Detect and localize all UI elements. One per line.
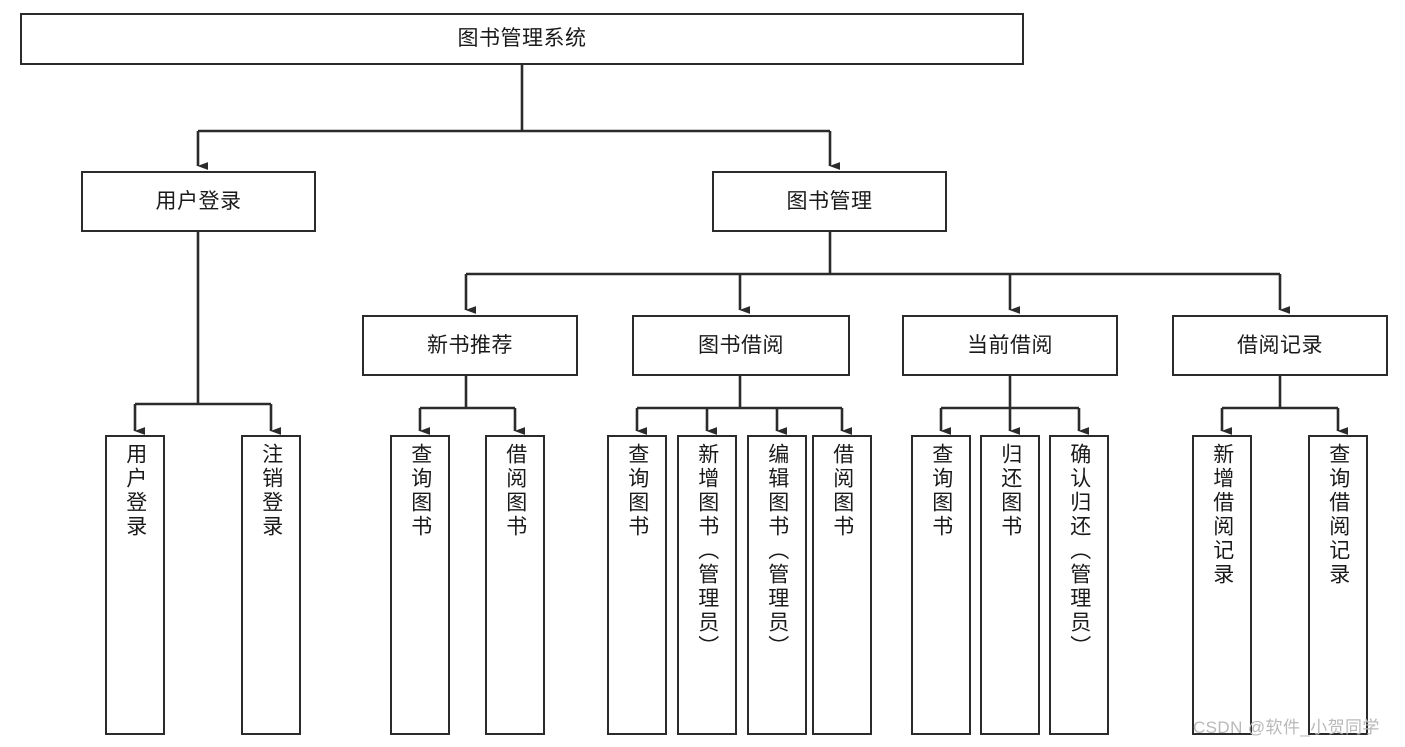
node-leaf-query-book-2-label: 查询图书 bbox=[625, 443, 649, 539]
node-leaf-add-book[interactable]: 新增图书（管理员） bbox=[677, 435, 737, 735]
node-leaf-query-record[interactable]: 查询借阅记录 bbox=[1308, 435, 1368, 735]
node-book-borrow[interactable]: 图书借阅 bbox=[632, 315, 850, 376]
node-user-login[interactable]: 用户登录 bbox=[81, 171, 316, 232]
node-new-book-rec[interactable]: 新书推荐 bbox=[362, 315, 578, 376]
node-leaf-query-book-3[interactable]: 查询图书 bbox=[911, 435, 971, 735]
node-leaf-logout-label: 注销登录 bbox=[259, 443, 283, 539]
watermark: CSDN @软件_小贺同学 bbox=[1193, 718, 1380, 737]
node-leaf-edit-book[interactable]: 编辑图书（管理员） bbox=[747, 435, 807, 735]
node-leaf-edit-book-label: 编辑图书（管理员） bbox=[765, 443, 789, 659]
node-leaf-user-login[interactable]: 用户登录 bbox=[105, 435, 165, 735]
node-leaf-add-record[interactable]: 新增借阅记录 bbox=[1192, 435, 1252, 735]
node-leaf-add-book-label: 新增图书（管理员） bbox=[695, 443, 719, 659]
node-leaf-query-book-1[interactable]: 查询图书 bbox=[390, 435, 450, 735]
node-user-login-label: 用户登录 bbox=[155, 189, 242, 213]
node-leaf-borrow-book-1[interactable]: 借阅图书 bbox=[485, 435, 545, 735]
node-leaf-confirm-return[interactable]: 确认归还（管理员） bbox=[1049, 435, 1109, 735]
node-borrow-record[interactable]: 借阅记录 bbox=[1172, 315, 1388, 376]
node-leaf-query-book-1-label: 查询图书 bbox=[408, 443, 432, 539]
node-leaf-return-book-label: 归还图书 bbox=[998, 443, 1022, 539]
node-leaf-borrow-book-2[interactable]: 借阅图书 bbox=[812, 435, 872, 735]
node-book-borrow-label: 图书借阅 bbox=[698, 333, 784, 357]
node-leaf-query-book-2[interactable]: 查询图书 bbox=[607, 435, 667, 735]
node-leaf-query-record-label: 查询借阅记录 bbox=[1326, 443, 1350, 587]
node-new-book-rec-label: 新书推荐 bbox=[427, 333, 513, 357]
node-leaf-return-book[interactable]: 归还图书 bbox=[980, 435, 1040, 735]
node-leaf-user-login-label: 用户登录 bbox=[123, 443, 147, 539]
node-current-borrow[interactable]: 当前借阅 bbox=[902, 315, 1118, 376]
node-root[interactable]: 图书管理系统 bbox=[20, 13, 1024, 65]
node-book-manage-label: 图书管理 bbox=[786, 189, 873, 213]
node-leaf-borrow-book-2-label: 借阅图书 bbox=[830, 443, 854, 539]
node-current-borrow-label: 当前借阅 bbox=[967, 333, 1053, 357]
node-leaf-borrow-book-1-label: 借阅图书 bbox=[503, 443, 527, 539]
node-borrow-record-label: 借阅记录 bbox=[1237, 333, 1323, 357]
node-leaf-confirm-return-label: 确认归还（管理员） bbox=[1067, 443, 1091, 659]
node-leaf-logout[interactable]: 注销登录 bbox=[241, 435, 301, 735]
node-leaf-add-record-label: 新增借阅记录 bbox=[1210, 443, 1234, 587]
node-leaf-query-book-3-label: 查询图书 bbox=[929, 443, 953, 539]
node-book-manage[interactable]: 图书管理 bbox=[712, 171, 947, 232]
node-root-label: 图书管理系统 bbox=[457, 27, 587, 51]
